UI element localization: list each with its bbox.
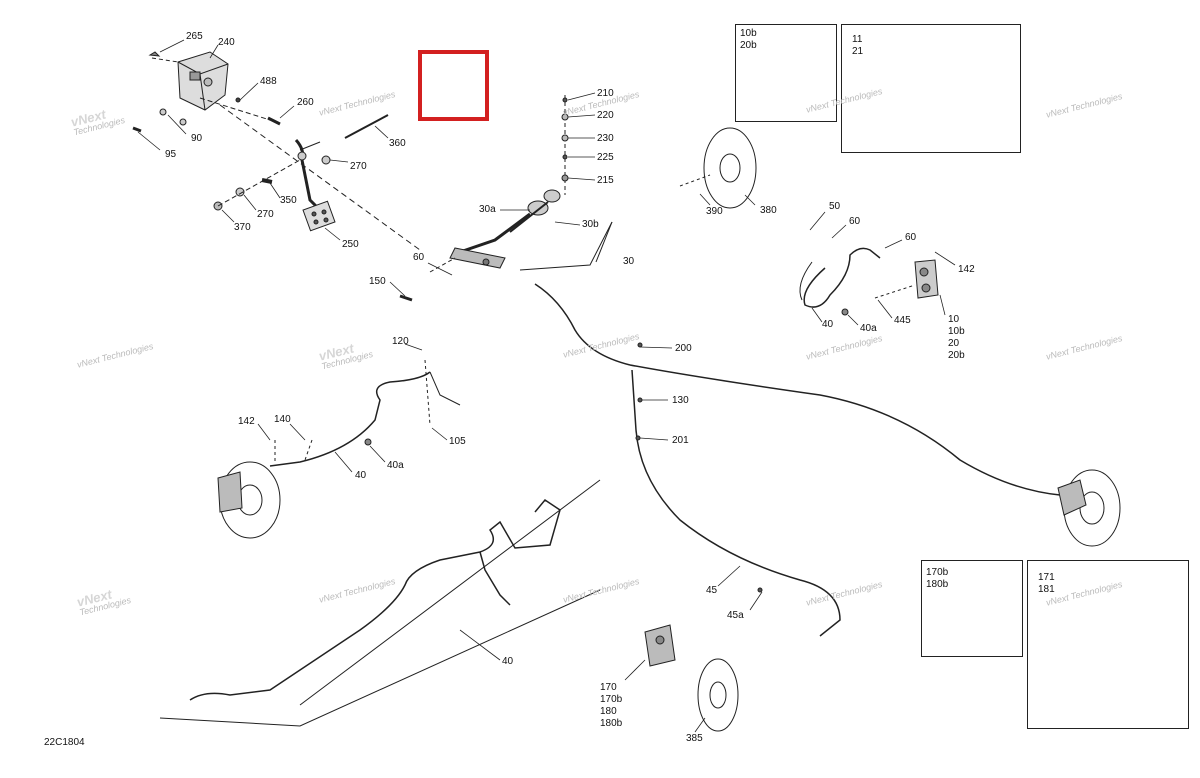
callout-225[interactable]: 225 [597,152,614,163]
inset-pads-front-label-1: 11 [852,34,863,45]
callout-360[interactable]: 360 [389,138,406,149]
callout-10b[interactable]: 10b [948,326,965,337]
callout-142-right[interactable]: 142 [958,264,975,275]
callout-201[interactable]: 201 [672,435,689,446]
highlight-box [418,50,489,121]
callout-30b[interactable]: 30b [582,219,599,230]
callout-250[interactable]: 250 [342,239,359,250]
callout-45a[interactable]: 45a [727,610,744,621]
callout-105[interactable]: 105 [449,436,466,447]
callout-170[interactable]: 170 [600,682,617,693]
callout-230[interactable]: 230 [597,133,614,144]
callout-270-lower[interactable]: 270 [257,209,274,220]
callout-40a-right[interactable]: 40a [860,323,877,334]
inset-pads-rear-label-2: 181 [1038,584,1055,595]
inset-pads-rear-label-1: 171 [1038,572,1055,583]
inset-pads-front-label-2: 21 [852,46,864,57]
callout-30a[interactable]: 30a [479,204,496,215]
callout-40-left[interactable]: 40 [355,470,367,481]
caliper-rear-right-icon [644,624,676,667]
callout-120[interactable]: 120 [392,336,409,347]
drawing-code: 22C1804 [44,737,85,748]
caliper-rear-left-icon [217,471,243,513]
inset-bleeder-front-label-1: 10b [740,28,757,39]
callout-240[interactable]: 240 [218,37,235,48]
callout-60-right-2[interactable]: 60 [905,232,917,243]
callout-60-right-1[interactable]: 60 [849,216,861,227]
callout-40-lower[interactable]: 40 [502,656,514,667]
callout-130[interactable]: 130 [672,395,689,406]
callout-95[interactable]: 95 [165,149,177,160]
callout-390[interactable]: 390 [706,206,723,217]
caliper-front-right-icon [1057,479,1087,516]
inset-bleeder-rear-label-1: 170b [926,567,949,578]
callout-60-master[interactable]: 60 [413,252,425,263]
callout-40a-left[interactable]: 40a [387,460,404,471]
callout-210[interactable]: 210 [597,88,614,99]
callout-10[interactable]: 10 [948,314,960,325]
callout-40-right[interactable]: 40 [822,319,834,330]
callout-20[interactable]: 20 [948,338,960,349]
inset-pads-rear [1027,560,1189,729]
callout-265[interactable]: 265 [186,31,203,42]
callout-20b[interactable]: 20b [948,350,965,361]
callout-180b[interactable]: 180b [600,718,623,729]
callout-220[interactable]: 220 [597,110,614,121]
pedal-bracket-icon [177,51,229,111]
inset-bleeder-front-label-2: 20b [740,40,757,51]
callout-170b[interactable]: 170b [600,694,623,705]
inset-pads-front [841,24,1021,153]
callout-142-left[interactable]: 142 [238,416,255,427]
callout-445[interactable]: 445 [894,315,911,326]
inset-bleeder-front [735,24,837,122]
callout-200[interactable]: 200 [675,343,692,354]
caliper-front-left-icon [914,259,939,299]
callout-488[interactable]: 488 [260,76,277,87]
callout-215[interactable]: 215 [597,175,614,186]
inset-bleeder-rear-label-2: 180b [926,579,949,590]
callout-380[interactable]: 380 [760,205,777,216]
callout-150[interactable]: 150 [369,276,386,287]
inset-bleeder-rear [921,560,1023,657]
callout-50[interactable]: 50 [829,201,841,212]
callout-45[interactable]: 45 [706,585,718,596]
callout-90[interactable]: 90 [191,133,203,144]
callout-260[interactable]: 260 [297,97,314,108]
callout-350[interactable]: 350 [280,195,297,206]
callout-180[interactable]: 180 [600,706,617,717]
master-cylinder-icon [449,189,561,269]
callout-385[interactable]: 385 [686,733,703,744]
callout-140[interactable]: 140 [274,414,291,425]
callout-30[interactable]: 30 [623,256,635,267]
callout-370[interactable]: 370 [234,222,251,233]
callout-270-upper[interactable]: 270 [350,161,367,172]
